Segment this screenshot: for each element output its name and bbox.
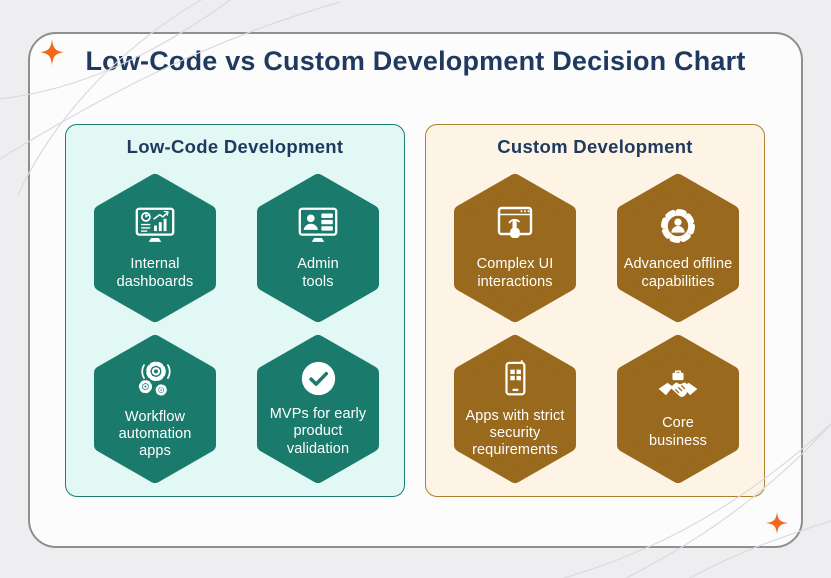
dashboard-monitor-icon — [135, 207, 175, 243]
hex-workflow-automation: Workflow automation apps — [89, 334, 221, 484]
hexagon-shape — [94, 174, 216, 322]
hex-offline-capabilities: Advanced offline capabilities — [612, 173, 744, 323]
hex-label: Apps with strict security requirements — [465, 407, 565, 459]
hex-strict-security: Apps with strict security requirements — [449, 334, 581, 484]
hex-label: Advanced offline capabilities — [623, 256, 733, 290]
gear-user-icon — [661, 209, 695, 244]
low-code-panel-title: Low-Code Development — [126, 136, 344, 157]
check-circle-icon — [301, 362, 335, 396]
ui-tap-icon — [497, 207, 533, 239]
hexagon-shape — [257, 335, 379, 483]
handshake-icon — [658, 370, 698, 398]
hexagon-shape — [617, 174, 739, 322]
hex-label: Complex UI interactions — [476, 256, 554, 290]
secure-phone-icon — [505, 359, 526, 396]
hex-mvp-validation: MVPs for early product validation — [252, 334, 384, 484]
hex-label: Internal dashboards — [116, 256, 194, 290]
admin-monitor-icon — [298, 207, 338, 243]
hex-label: Core business — [648, 415, 708, 449]
hex-complex-ui: Complex UI interactions — [449, 173, 581, 323]
gears-icon — [138, 361, 171, 396]
hex-internal-dashboards: Internal dashboards — [89, 173, 221, 323]
hexagon-shape — [454, 174, 576, 322]
hex-core-business: Core business — [612, 334, 744, 484]
custom-dev-panel: Custom Development Complex UI interactio… — [425, 124, 765, 497]
hex-label: Workflow automation apps — [118, 408, 192, 460]
hex-label: MVPs for early product validation — [269, 406, 367, 457]
hexagon-shape — [257, 174, 379, 322]
hex-admin-tools: Admin tools — [252, 173, 384, 323]
hex-label: Admin tools — [297, 256, 339, 290]
hexagon-shape — [94, 335, 216, 483]
hexagon-shape — [454, 335, 576, 483]
custom-dev-panel-title: Custom Development — [497, 136, 693, 157]
low-code-panel: Low-Code Development Internal dashboards — [65, 124, 405, 497]
page-title: Low-Code vs Custom Development Decision … — [85, 46, 746, 76]
